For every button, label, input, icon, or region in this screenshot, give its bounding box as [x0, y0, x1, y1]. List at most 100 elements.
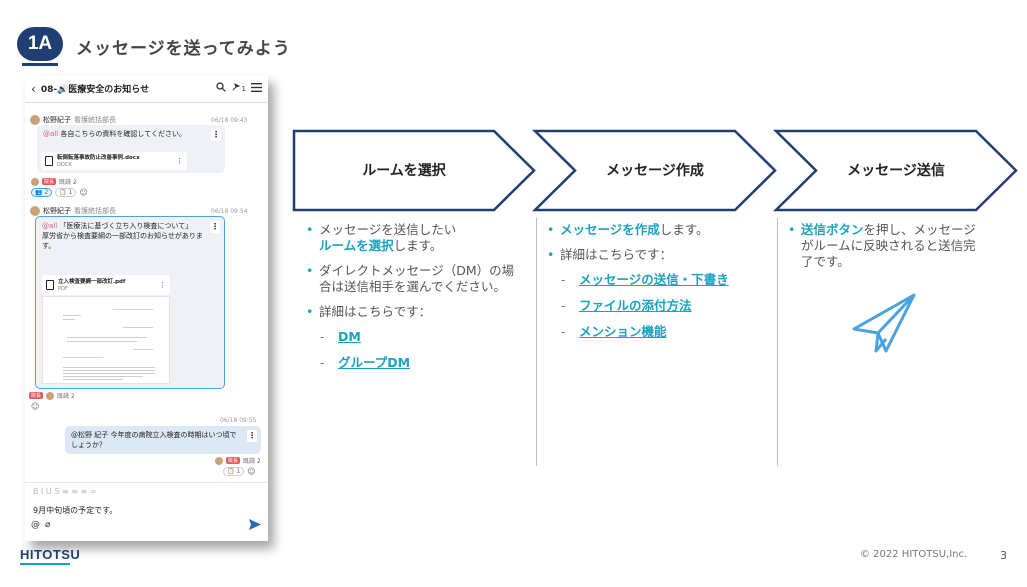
- reaction-button[interactable]: 📋 1: [223, 467, 245, 476]
- highlight-text: メッセージを作成: [560, 222, 660, 237]
- link-attach-file[interactable]: ファイルの添付方法: [579, 298, 692, 313]
- pin-count: 1: [241, 84, 246, 93]
- room-title: 08-🔊医療安全のお知らせ: [40, 85, 150, 95]
- read-count: 既読 2: [59, 179, 77, 186]
- file-icon: [45, 156, 53, 166]
- column-compose: メッセージを作成します。 詳細はこちらです： -メッセージの送信・下書き -ファ…: [547, 222, 772, 350]
- reader-tag: 院長: [29, 392, 44, 399]
- bullet-item: 送信ボタンを押し、メッセージがルームに反映されると送信完了です。: [788, 222, 978, 270]
- reaction-row: 📋 1 ☺: [223, 467, 256, 476]
- highlight-text: 送信ボタン: [801, 222, 864, 237]
- column-divider: [777, 218, 778, 466]
- composer-tools: @ ⌀: [31, 520, 50, 530]
- link-dm[interactable]: DM: [338, 329, 361, 344]
- author-role: 看護統括部長: [74, 207, 116, 215]
- file-name: 立入検査要綱一部改訂.pdf: [58, 278, 126, 285]
- link-send-draft[interactable]: メッセージの送信・下書き: [579, 272, 729, 287]
- badge-underline: [22, 63, 58, 66]
- add-reaction-icon[interactable]: ☺: [247, 467, 256, 476]
- reader-avatar: [215, 456, 223, 465]
- add-reaction-icon[interactable]: ☺: [79, 188, 88, 197]
- read-status: 院長 既読 2: [31, 177, 77, 186]
- message-text: 「医療法に基づく立ち入り検査について」: [57, 222, 193, 230]
- section-badge: 1A: [17, 27, 63, 61]
- message-author: 松野紀子 看護統括部長: [30, 115, 116, 125]
- file-icon: [46, 280, 54, 290]
- step-compose-message: メッセージ作成: [606, 163, 704, 179]
- message-text: 各自こちらの資料を確認してください。: [58, 130, 186, 138]
- own-message-bubble[interactable]: @松野 紀子 今年度の病院立入検査の時期はいつ頃でしょうか？ ⋮: [65, 426, 261, 454]
- reaction-button[interactable]: 👥 2: [31, 188, 53, 197]
- reaction-row: 👥 2 📋 1 ☺: [31, 188, 88, 197]
- step-send-message: メッセージ送信: [847, 163, 945, 179]
- link-mention[interactable]: メンション機能: [579, 324, 667, 339]
- back-icon[interactable]: ‹: [31, 81, 36, 96]
- message-text: @松野 紀子 今年度の病院立入検査の時期はいつ頃でしょうか？: [71, 431, 237, 449]
- file-ext: DOCX: [57, 161, 72, 168]
- paper-plane-icon: [850, 293, 918, 357]
- link-item: -DM: [320, 329, 361, 344]
- link-item: -グループDM: [320, 355, 411, 370]
- mention-all: @all: [42, 222, 58, 230]
- link-item: -ファイルの添付方法: [561, 298, 692, 313]
- bullet-item: 詳細はこちらです：: [547, 247, 772, 263]
- message-menu-button[interactable]: ⋮: [247, 430, 257, 442]
- message-author: 松野紀子 看護統括部長: [30, 206, 116, 216]
- reaction-button[interactable]: 📋 1: [55, 188, 77, 197]
- menu-icon[interactable]: [251, 82, 262, 95]
- link-item: -メッセージの送信・下書き: [561, 272, 729, 287]
- author-name: 松野紀子: [43, 207, 71, 215]
- message-time: 06/18 09:43: [211, 117, 248, 124]
- logo-underline: [20, 563, 70, 565]
- message-menu-button[interactable]: ⋮: [211, 129, 221, 141]
- composer-input[interactable]: 9月中旬頃の予定です。: [33, 506, 118, 515]
- link-group-dm[interactable]: グループDM: [338, 355, 411, 370]
- send-icon[interactable]: [249, 519, 261, 533]
- file-attachment[interactable]: 転倒転落事故防止改善事例.docx DOCX ⋮: [41, 152, 187, 170]
- message-time: 06/18 09:54: [211, 208, 248, 215]
- author-role: 看護統括部長: [74, 116, 116, 124]
- avatar[interactable]: [30, 206, 40, 216]
- room-header: ‹ 08-🔊医療安全のお知らせ 1: [25, 75, 268, 103]
- message-menu-button[interactable]: ⋮: [210, 221, 220, 233]
- author-name: 松野紀子: [43, 116, 71, 124]
- read-count: 既読 2: [243, 458, 261, 465]
- file-name: 転倒転落事故防止改善事例.docx: [57, 154, 140, 161]
- highlight-text: ルームを選択: [319, 238, 394, 253]
- slide-title: メッセージを送ってみよう: [76, 39, 291, 59]
- bullet-item: ダイレクトメッセージ（DM）の場合は送信相手を選んでください。: [306, 263, 521, 295]
- pin-icon[interactable]: [231, 82, 241, 95]
- message-text-2: 厚労省から検査要綱の一部改訂のお知らせがあります。: [42, 232, 203, 250]
- step-select-room: ルームを選択: [362, 163, 446, 179]
- file-ext: PDF: [58, 285, 68, 292]
- mention-icon[interactable]: @: [31, 520, 40, 530]
- add-reaction-icon[interactable]: ☺: [31, 402, 40, 411]
- column-send: 送信ボタンを押し、メッセージがルームに反映されると送信完了です。: [788, 222, 978, 279]
- file-attachment[interactable]: 立入検査要綱一部改訂.pdf PDF ⋮: [42, 275, 170, 295]
- reader-avatar: [31, 177, 39, 186]
- search-icon[interactable]: [215, 82, 226, 95]
- attach-icon[interactable]: ⌀: [45, 520, 51, 530]
- read-status: 院長 既読 2: [215, 456, 261, 465]
- pdf-preview[interactable]: [42, 296, 170, 384]
- file-menu-icon[interactable]: ⋮: [176, 157, 183, 165]
- phone-screenshot: ‹ 08-🔊医療安全のお知らせ 1 松野紀子 看護統括部長 06/18 09:4…: [25, 75, 268, 541]
- avatar[interactable]: [30, 115, 40, 125]
- copyright: © 2022 HITOTSU,Inc.: [860, 549, 968, 560]
- reader-avatar: [46, 391, 55, 400]
- message-time: 06/18 09:55: [220, 417, 257, 424]
- read-status: 院長 既読 2: [29, 391, 75, 400]
- bullet-item: メッセージを作成します。: [547, 222, 772, 238]
- column-divider: [536, 218, 537, 466]
- mention-all: @all: [43, 130, 59, 138]
- link-item: -メンション機能: [561, 324, 667, 339]
- reader-tag: 院長: [226, 457, 241, 464]
- reaction-row: ☺: [31, 402, 39, 411]
- read-count: 既読 2: [57, 393, 75, 400]
- reader-tag: 院長: [42, 178, 57, 185]
- company-logo: HITOTSU: [20, 547, 81, 562]
- file-menu-icon[interactable]: ⋮: [159, 281, 166, 289]
- format-toolbar[interactable]: B I U S ≡ ≡ ≡ ∞: [25, 482, 268, 500]
